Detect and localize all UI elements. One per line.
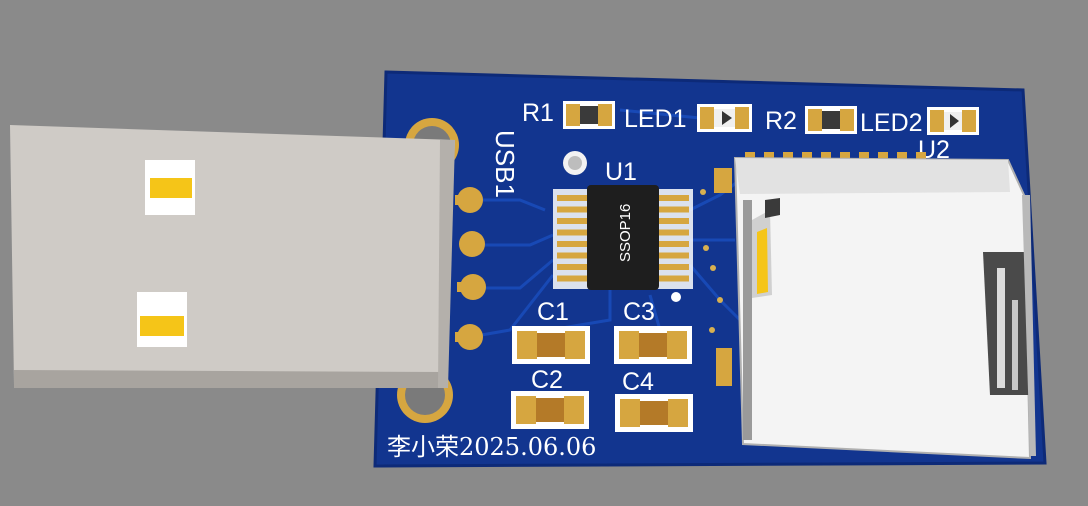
u1-pin [659, 195, 689, 201]
c4-designator: C4 [622, 368, 654, 396]
u1-pin [557, 241, 587, 247]
u1-pin [557, 195, 587, 201]
u1-pin [659, 206, 689, 213]
vias [700, 189, 723, 333]
led1-designator: LED1 [624, 105, 687, 133]
usb-contact-2 [140, 316, 184, 336]
sd-socket-pins [745, 152, 926, 162]
sd-pin [878, 152, 888, 162]
r1-designator: R1 [522, 99, 554, 127]
capacitor-c2 [511, 391, 589, 429]
u1-designator: U1 [605, 158, 637, 186]
resistor-r1 [563, 101, 615, 129]
sd-pin [783, 152, 793, 162]
usb-a-plug-icon [10, 125, 455, 388]
u1-package-label: SSOP16 [617, 204, 634, 262]
usb-pin-4 [457, 324, 483, 350]
capacitor-c4 [615, 394, 693, 432]
sd-pin [916, 152, 926, 162]
resistor-r2 [805, 106, 857, 134]
u1-pin [659, 229, 689, 236]
r2-designator: R2 [765, 107, 797, 135]
c2-designator: C2 [531, 366, 563, 394]
u1-pin [557, 229, 587, 236]
u1-pin [557, 264, 587, 270]
sd-pin [802, 152, 812, 162]
sd-pin [840, 152, 850, 162]
u1-pin [557, 275, 587, 282]
c3-designator: C3 [623, 298, 655, 326]
sd-pin [859, 152, 869, 162]
usb-pin-2 [459, 231, 485, 257]
u1-pin [659, 218, 689, 224]
sd-pin [821, 152, 831, 162]
copper-traces [469, 108, 742, 339]
sd-pin [897, 152, 907, 162]
u1-pin [659, 252, 689, 259]
u1-pin [659, 241, 689, 247]
u1-ssop16-chip: SSOP16 [553, 185, 693, 302]
u1-pin [557, 206, 587, 213]
u1-pins-left [557, 195, 587, 282]
usb-pin-1 [457, 187, 483, 213]
u1-pin [557, 218, 587, 224]
capacitor-c3 [614, 326, 692, 364]
c1-designator: C1 [537, 298, 569, 326]
u1-pin [557, 252, 587, 259]
capacitor-c1 [512, 326, 590, 364]
microsd-socket-icon [714, 152, 1036, 460]
u1-pin [659, 275, 689, 282]
u1-pins-right [659, 195, 689, 282]
designer-signature: 李小荣2025.06.06 [387, 433, 596, 461]
u1-pin [659, 264, 689, 270]
usb-pin-3 [460, 274, 486, 300]
led2 [927, 107, 979, 135]
usb-designator: USB1 [490, 130, 520, 198]
sd-pin [745, 152, 755, 162]
usb-contact-1 [150, 178, 192, 198]
led1 [697, 104, 752, 132]
led2-designator: LED2 [860, 109, 923, 137]
u1-pin1-marker [671, 292, 681, 302]
sd-pin [764, 152, 774, 162]
